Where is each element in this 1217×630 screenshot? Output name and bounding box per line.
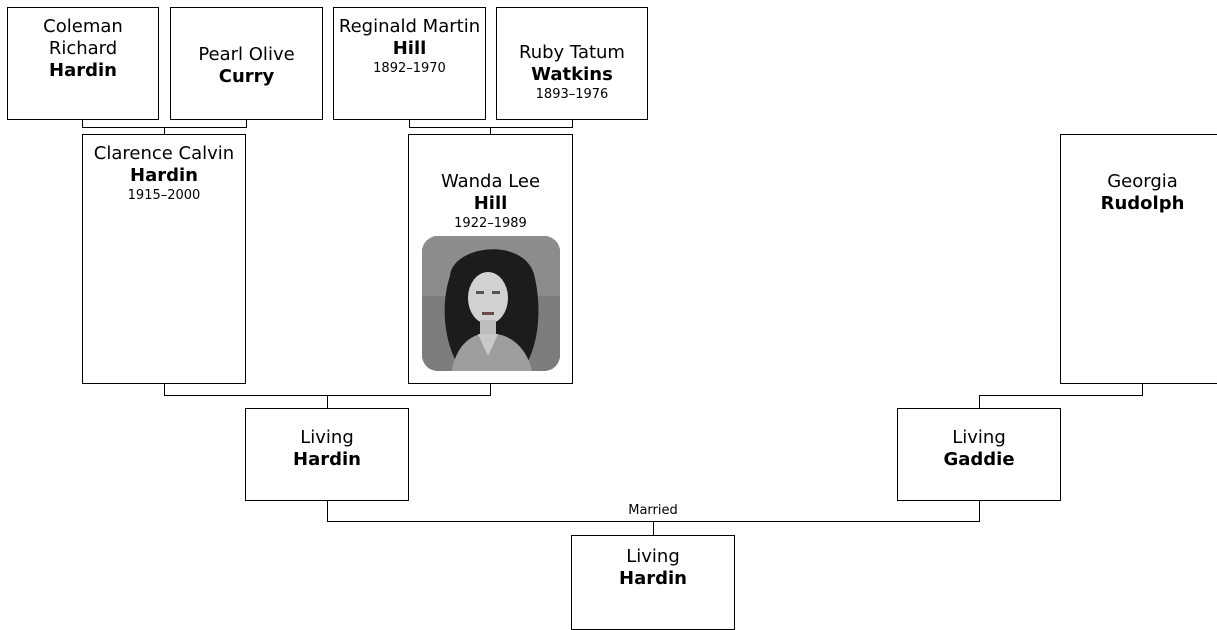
connector-line: [572, 119, 573, 128]
portrait-photo-graphic: [421, 236, 560, 371]
person-reginald-hill[interactable]: Reginald Martin Hill 1892–1970: [333, 7, 486, 120]
connector-line: [164, 383, 165, 396]
marriage-line: [979, 500, 980, 522]
connector-line: [1142, 383, 1143, 396]
surname: Hardin: [130, 165, 198, 186]
person-georgia-rudolph[interactable]: Georgia Rudolph: [1060, 134, 1217, 384]
person-coleman-hardin[interactable]: Coleman Richard Hardin: [7, 7, 159, 120]
person-living-hardin-child[interactable]: Living Hardin: [571, 535, 735, 630]
surname: Hill: [473, 193, 508, 214]
person-clarence-hardin[interactable]: Clarence Calvin Hardin 1915–2000: [82, 134, 246, 384]
given-name: Wanda Lee: [440, 171, 541, 192]
connector-line: [82, 119, 83, 128]
connector-line: [490, 127, 491, 135]
connector-line: [246, 119, 247, 128]
connector-line: [409, 119, 410, 128]
portrait-photo[interactable]: [421, 236, 560, 371]
person-living-gaddie[interactable]: Living Gaddie: [897, 408, 1061, 501]
given-name: Pearl Olive: [198, 44, 295, 65]
surname: Gaddie: [943, 449, 1015, 470]
connector-line: [327, 395, 328, 409]
surname: Hardin: [49, 60, 117, 81]
life-dates: 1922–1989: [454, 216, 527, 231]
surname: Rudolph: [1100, 193, 1185, 214]
surname: Watkins: [531, 64, 613, 85]
life-dates: 1892–1970: [373, 61, 446, 76]
life-dates: 1893–1976: [535, 87, 609, 102]
person-wanda-hill[interactable]: Wanda Lee Hill 1922–1989: [408, 134, 573, 384]
surname: Curry: [218, 66, 275, 87]
connector-line: [979, 395, 1143, 396]
given-name: Living: [300, 427, 354, 448]
connector-line: [164, 127, 165, 135]
given-name: Coleman Richard: [43, 16, 123, 59]
surname: Hardin: [619, 568, 687, 589]
life-dates: 1915–2000: [127, 188, 201, 203]
marriage-line: [327, 500, 328, 522]
married-label: Married: [628, 503, 678, 518]
given-name: Reginald Martin: [338, 16, 481, 37]
surname: Hardin: [293, 449, 361, 470]
person-living-hardin-parent[interactable]: Living Hardin: [245, 408, 409, 501]
given-name: Clarence Calvin: [93, 143, 235, 164]
person-ruby-watkins[interactable]: Ruby Tatum Watkins 1893–1976: [496, 7, 648, 120]
surname: Hill: [392, 38, 427, 59]
given-name: Ruby Tatum: [519, 42, 625, 63]
given-name: Living: [952, 427, 1006, 448]
marriage-line: [653, 521, 654, 536]
given-name: Living: [626, 546, 680, 567]
connector-line: [409, 127, 573, 128]
connector-line: [490, 383, 491, 396]
given-name: Georgia: [1107, 171, 1178, 192]
person-pearl-curry[interactable]: Pearl Olive Curry: [170, 7, 323, 120]
connector-line: [979, 395, 980, 409]
